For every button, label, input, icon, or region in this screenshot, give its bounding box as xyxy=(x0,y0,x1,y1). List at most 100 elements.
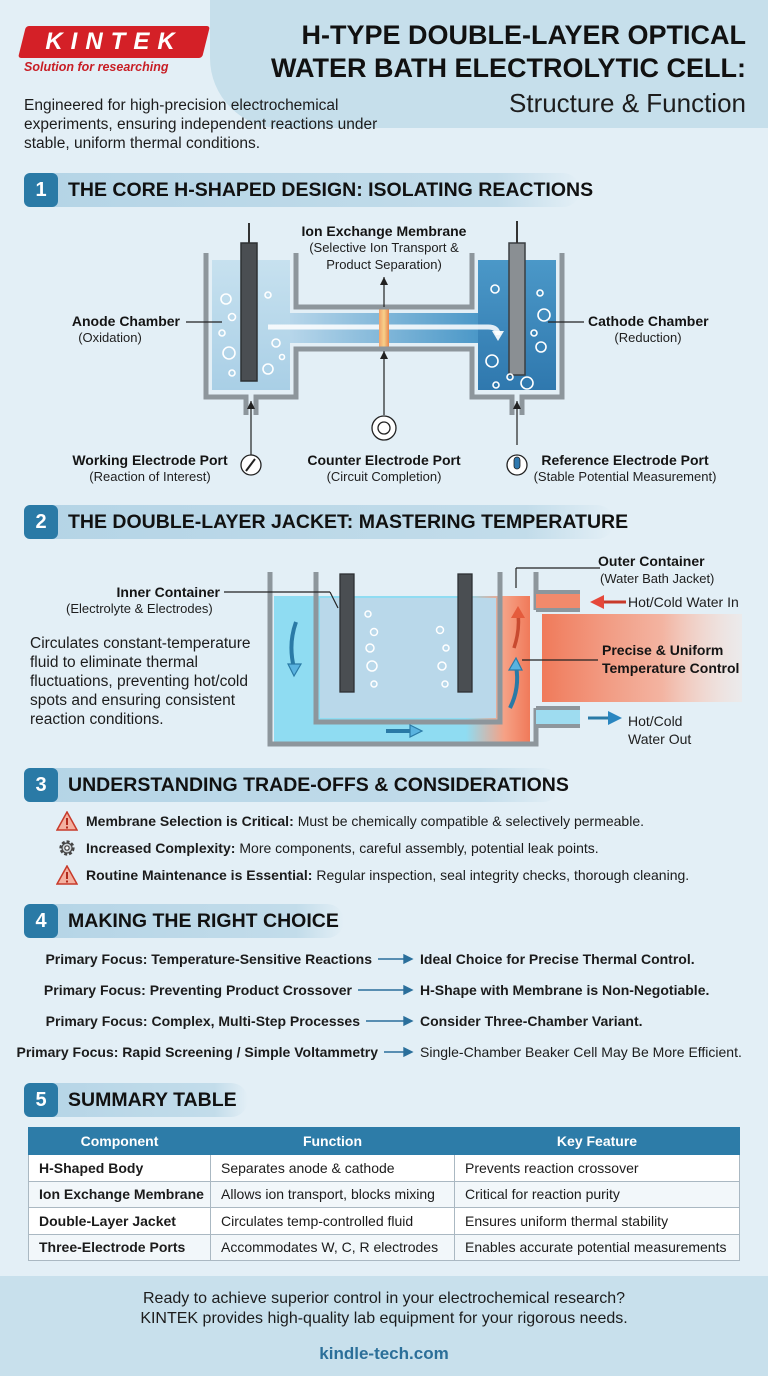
water-in-label: Hot/Cold Water In xyxy=(628,594,739,610)
outer-container-sub: (Water Bath Jacket) xyxy=(600,571,715,586)
tradeoff-text: Regular inspection, seal integrity check… xyxy=(316,867,690,883)
page-title-line1: H-TYPE DOUBLE-LAYER OPTICAL xyxy=(301,20,746,50)
table-row: Ion Exchange Membrane Allows ion transpo… xyxy=(28,1180,740,1208)
tradeoff-item-complexity: Increased Complexity:More components, ca… xyxy=(56,838,599,858)
outer-container-label: Outer Container xyxy=(598,553,705,569)
choice-arrows xyxy=(358,953,414,1058)
inner-container-wall xyxy=(313,572,503,725)
hot-flow-arrow xyxy=(511,606,525,618)
choice-focus-3: Primary Focus: Complex, Multi-Step Proce… xyxy=(45,1013,360,1029)
table-cell: Three-Electrode Ports xyxy=(28,1233,211,1261)
working-electrode xyxy=(240,242,258,382)
water-in-arrow xyxy=(590,595,604,609)
section-1-band xyxy=(24,173,580,207)
temp-control-line1: Precise & Uniform xyxy=(602,642,724,658)
footer-band xyxy=(0,1276,768,1376)
working-port-sub: (Reaction of Interest) xyxy=(89,469,211,484)
water-out-label-2: Water Out xyxy=(628,731,692,747)
inner-container-label: Inner Container xyxy=(116,584,220,600)
page-subtitle: Structure & Function xyxy=(509,88,746,118)
warning-icon xyxy=(56,865,78,885)
section-2-band xyxy=(24,505,614,539)
brand-logo-text: KINTEK xyxy=(45,28,183,55)
tradeoff-title: Increased Complexity: xyxy=(86,840,236,856)
cathode-sub: (Reduction) xyxy=(614,330,682,345)
jacket-electrode-right xyxy=(457,573,473,693)
section-5-number: 5 xyxy=(24,1083,58,1117)
tradeoff-text: Must be chemically compatible & selectiv… xyxy=(297,813,644,829)
choice-result-2: H-Shape with Membrane is Non-Negotiable. xyxy=(420,982,710,998)
counter-port-sub: (Circuit Completion) xyxy=(326,469,442,484)
table-cell: H-Shaped Body xyxy=(28,1154,211,1182)
section-3-number: 3 xyxy=(24,768,58,802)
reference-port-label: Reference Electrode Port xyxy=(541,452,709,468)
section-3-title: UNDERSTANDING TRADE-OFFS & CONSIDERATION… xyxy=(68,774,569,796)
table-header-row: Component Function Key Feature xyxy=(28,1127,740,1155)
anode-bubbles xyxy=(218,291,286,377)
cathode-label: Cathode Chamber xyxy=(588,313,709,329)
tradeoff-title: Membrane Selection is Critical: xyxy=(86,813,294,829)
ion-exchange-membrane xyxy=(379,307,389,349)
table-header: Key Feature xyxy=(454,1127,740,1155)
flow-arrows xyxy=(287,621,523,738)
section-5-title: SUMMARY TABLE xyxy=(68,1089,237,1111)
section-2-title: THE DOUBLE-LAYER JACKET: MASTERING TEMPE… xyxy=(68,511,629,533)
membrane-label: Ion Exchange Membrane xyxy=(301,223,467,239)
anode-label: Anode Chamber xyxy=(71,313,180,329)
working-port-icon xyxy=(240,454,262,476)
header-band xyxy=(210,0,768,128)
table-cell: Double-Layer Jacket xyxy=(28,1207,211,1235)
choice-result-4: Single-Chamber Beaker Cell May Be More E… xyxy=(420,1044,742,1060)
table-cell: Accommodates W, C, R electrodes xyxy=(210,1233,455,1261)
brand-tagline: Solution for researching xyxy=(24,60,169,74)
jacket-description: Circulates constant-temperature fluid to… xyxy=(30,635,251,728)
choice-result-3: Consider Three-Chamber Variant. xyxy=(420,1013,643,1029)
choice-focus-4: Primary Focus: Rapid Screening / Simple … xyxy=(16,1044,378,1060)
table-row: Three-Electrode Ports Accommodates W, C,… xyxy=(28,1233,740,1261)
water-out-arrow xyxy=(608,711,622,725)
choice-focus-1: Primary Focus: Temperature-Sensitive Rea… xyxy=(45,951,372,967)
footer-url-link[interactable]: kindle-tech.com xyxy=(319,1344,449,1363)
reference-electrode xyxy=(508,242,526,376)
table-header: Function xyxy=(210,1127,455,1155)
table-cell: Enables accurate potential measurements xyxy=(454,1233,740,1261)
inlet-pipe xyxy=(536,590,580,612)
table-cell: Circulates temp-controlled fluid xyxy=(210,1207,455,1235)
section-4-title: MAKING THE RIGHT CHOICE xyxy=(68,910,339,932)
h-cell-diagram xyxy=(186,221,584,476)
section-1-number: 1 xyxy=(24,173,58,207)
table-row: H-Shaped Body Separates anode & cathode … xyxy=(28,1154,740,1182)
membrane-sub2: Product Separation) xyxy=(326,257,442,272)
section-4-number: 4 xyxy=(24,904,58,938)
summary-table: Component Function Key Feature H-Shaped … xyxy=(28,1127,740,1261)
jacket-electrode-left xyxy=(339,573,355,693)
outlet-pipe xyxy=(536,706,580,728)
tradeoff-item-membrane: Membrane Selection is Critical:Must be c… xyxy=(56,811,644,831)
membrane-sub1: (Selective Ion Transport & xyxy=(309,240,459,255)
section-2-number: 2 xyxy=(24,505,58,539)
section-4-band xyxy=(24,904,344,938)
jacket-diagram xyxy=(224,567,742,747)
section-5-band xyxy=(24,1083,248,1117)
jacket-bubbles xyxy=(364,610,450,688)
reference-port-sub: (Stable Potential Measurement) xyxy=(533,469,717,484)
h-cell-glass-outer xyxy=(203,253,565,415)
table-row: Double-Layer Jacket Circulates temp-cont… xyxy=(28,1207,740,1235)
counter-port-icon xyxy=(371,415,397,441)
section-3-band xyxy=(24,768,560,802)
ion-flow-arrowhead xyxy=(492,331,504,341)
water-out-label-1: Hot/Cold xyxy=(628,713,683,729)
section-1-title: THE CORE H-SHAPED DESIGN: ISOLATING REAC… xyxy=(68,179,594,201)
temp-control-line2: Temperature Control xyxy=(602,660,740,676)
table-cell: Critical for reaction purity xyxy=(454,1180,740,1208)
table-header: Component xyxy=(28,1127,211,1155)
table-cell: Allows ion transport, blocks mixing xyxy=(210,1180,455,1208)
table-cell: Separates anode & cathode xyxy=(210,1154,455,1182)
gear-icon xyxy=(59,840,75,856)
heat-glow xyxy=(542,614,742,702)
tradeoff-text: More components, careful assembly, poten… xyxy=(239,840,599,856)
warning-icon xyxy=(56,811,78,831)
tradeoff-title: Routine Maintenance is Essential: xyxy=(86,867,313,883)
counter-port-label: Counter Electrode Port xyxy=(307,452,461,468)
page-title-line2: WATER BATH ELECTROLYTIC CELL: xyxy=(271,53,746,83)
